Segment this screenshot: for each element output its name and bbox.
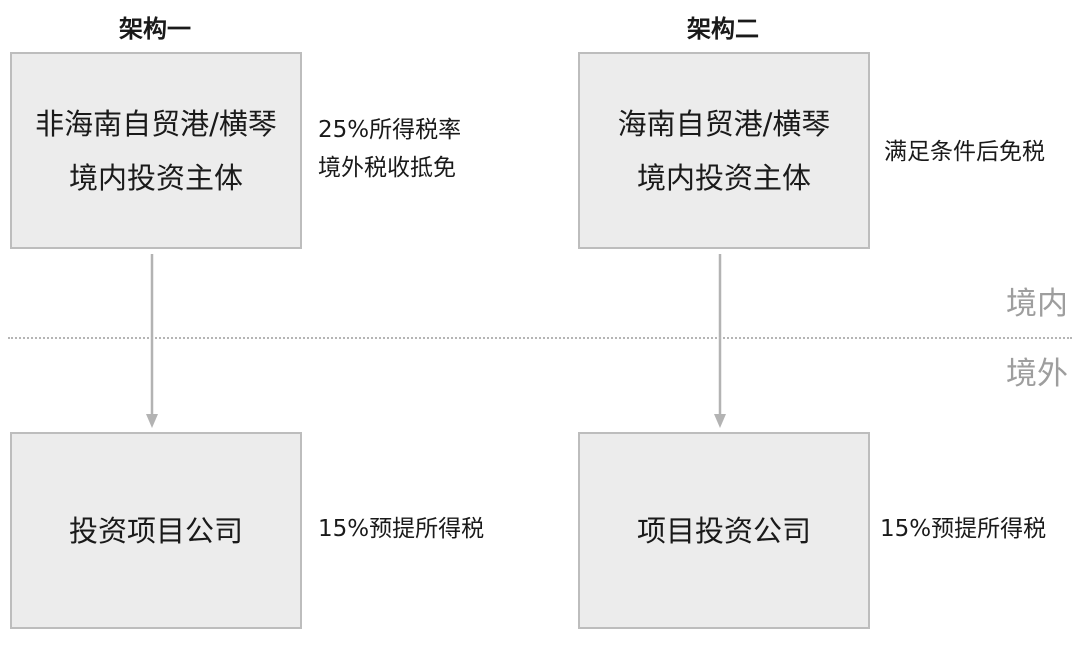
structure-1-project-company-label: 投资项目公司 bbox=[68, 513, 243, 548]
region-label-overseas: 境外 bbox=[1006, 356, 1068, 392]
border-divider-line bbox=[8, 337, 1072, 339]
region-label-domestic: 境内 bbox=[1006, 286, 1068, 322]
structure-2-domestic-entity-line2: 境内投资主体 bbox=[636, 160, 811, 195]
arrow-structure-2 bbox=[714, 254, 726, 428]
structure-2-project-company-box: 项目投资公司 bbox=[578, 432, 870, 629]
structure-2-project-tax-note: 15%预提所得税 bbox=[880, 516, 1047, 542]
structure-1-domestic-entity-line1: 非海南自贸港/横琴 bbox=[35, 106, 277, 141]
structure-1-domestic-entity-box: 非海南自贸港/横琴 境内投资主体 bbox=[10, 52, 302, 249]
structure-2-domestic-entity-box: 海南自贸港/横琴 境内投资主体 bbox=[578, 52, 870, 249]
structure-2-domestic-tax-note: 满足条件后免税 bbox=[884, 133, 1045, 171]
structure-1-project-company-box: 投资项目公司 bbox=[10, 432, 302, 629]
structure-1-domestic-tax-note: 25%所得税率 境外税收抵免 bbox=[318, 111, 461, 187]
structure-2-domestic-tax-note-line1: 满足条件后免税 bbox=[884, 139, 1045, 165]
structure-2-project-company-label: 项目投资公司 bbox=[636, 513, 811, 548]
structure-1-title: 架构一 bbox=[119, 15, 191, 43]
structure-2-domestic-entity-line1: 海南自贸港/横琴 bbox=[617, 106, 831, 141]
structure-1-domestic-tax-note-line1: 25%所得税率 bbox=[318, 117, 462, 143]
structure-2-title: 架构二 bbox=[687, 15, 759, 43]
arrow-structure-1 bbox=[146, 254, 158, 428]
structure-1-domestic-entity-line2: 境内投资主体 bbox=[68, 160, 243, 195]
structure-1-project-tax-note: 15%预提所得税 bbox=[318, 516, 485, 542]
structure-1-domestic-tax-note-line2: 境外税收抵免 bbox=[318, 155, 456, 181]
